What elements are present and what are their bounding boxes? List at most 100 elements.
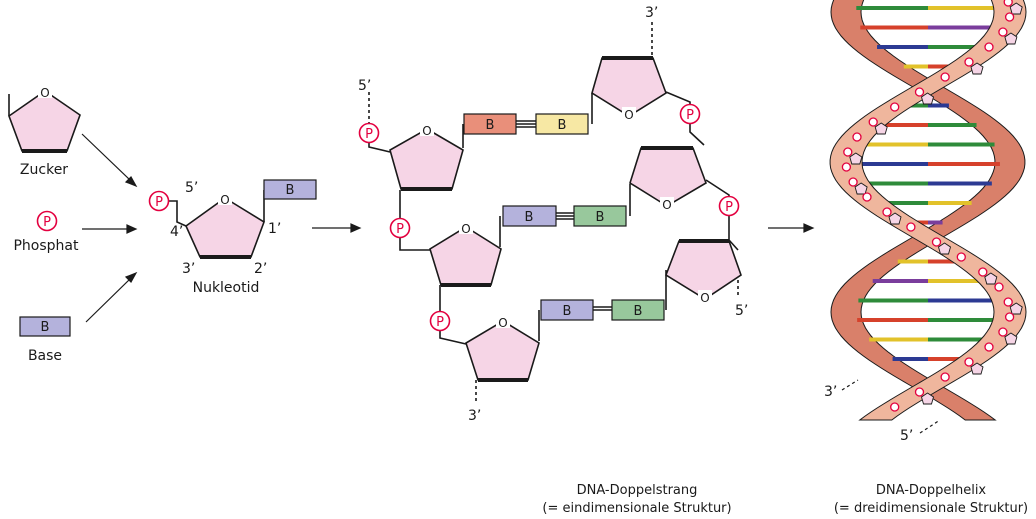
- helix-phosphate-dot: [882, 207, 892, 217]
- helix-phosphate-dot: [848, 177, 858, 187]
- helix-phosphate-dot: [1004, 312, 1015, 322]
- nucleotide: O B P 5’ 4’ 3’ 2’ 1’ Nukleotid: [148, 179, 317, 296]
- arrow-to-helix: [768, 223, 815, 233]
- pos-4-label: 4’: [170, 224, 183, 240]
- helix-phosphate-dot: [931, 237, 942, 247]
- dna-double-helix: 3’ 5’ DNA-Doppelhelix (= dreidimensional…: [824, 0, 1028, 516]
- helix-sugar-mark: [970, 362, 984, 375]
- helix-phosphate-dot: [1003, 297, 1013, 307]
- helix-phosphate-dot: [940, 372, 950, 382]
- nucleotide-base-icon: [263, 179, 317, 200]
- svg-text:O: O: [700, 291, 709, 305]
- helix-phosphate-dot: [906, 222, 916, 232]
- ring-oxygen: O: [40, 86, 49, 100]
- helix-phosphate-dot: [914, 387, 925, 397]
- helix-phosphate-dot: [1003, 0, 1013, 7]
- helix-front-strand: [829, 0, 1027, 421]
- sugar-ring-icon: [8, 90, 81, 152]
- helix-phosphate-dot: [841, 162, 852, 172]
- strand-sugar: O: [629, 146, 707, 212]
- arrow-to-strand: [312, 223, 362, 233]
- strand-5-prime-top: 5’: [358, 78, 371, 94]
- base-pair-1: B B: [463, 113, 589, 135]
- assembly-arrows: [81, 133, 138, 323]
- helix-caption-line1: DNA-Doppelhelix: [876, 483, 987, 498]
- base-label: Base: [28, 348, 62, 364]
- helix-phosphate-dot: [890, 402, 900, 412]
- svg-text:O: O: [220, 193, 229, 207]
- svg-text:B: B: [634, 304, 643, 319]
- helix-sugar-mark: [854, 182, 868, 195]
- strand-phosphate: P: [679, 103, 701, 125]
- helix-caption-line2: (= dreidimensionale Struktur): [834, 501, 1028, 516]
- helix-phosphate-dot: [964, 57, 974, 67]
- svg-text:B: B: [563, 304, 572, 319]
- strand-sugar: O: [389, 122, 464, 191]
- helix-sugar-mark: [849, 152, 863, 165]
- base-pair-2: B B: [502, 205, 627, 227]
- svg-text:B: B: [286, 183, 295, 198]
- helix-phosphate-dot: [914, 87, 925, 97]
- helix-3-prime-label: 3’: [824, 384, 837, 400]
- helix-phosphate-dot: [964, 357, 974, 367]
- helix-phosphate-dot: [890, 102, 900, 112]
- helix-sugar-mark: [888, 212, 902, 225]
- helix-phosphate-dot: [956, 252, 966, 262]
- base-pair-3: B B: [540, 299, 665, 321]
- helix-sugar-mark: [1004, 332, 1018, 345]
- helix-sugar-mark: [874, 122, 888, 135]
- helix-sugar-mark: [1009, 2, 1023, 15]
- strand-phosphate: P: [389, 217, 411, 239]
- sugar-label: Zucker: [20, 162, 68, 178]
- strand-phosphate: P: [358, 122, 380, 144]
- strand-3-prime-bottom: 3’: [468, 408, 481, 424]
- svg-text:P: P: [436, 315, 444, 330]
- helix-sugar-mark: [984, 272, 998, 285]
- strand-caption-line2: (= eindimensionale Struktur): [542, 501, 731, 516]
- svg-text:P: P: [155, 195, 163, 210]
- base-component: B Base: [19, 316, 71, 364]
- strand-3-prime-top: 3’: [645, 5, 658, 21]
- phosphate-component: P Phosphat: [13, 210, 79, 254]
- strand-sugar: O: [465, 314, 540, 382]
- svg-text:O: O: [422, 124, 431, 138]
- strand-5-prime-bottom: 5’: [735, 303, 748, 319]
- svg-text:P: P: [396, 222, 404, 237]
- phosphate-circle-icon: [36, 210, 58, 232]
- pos-1-label: 1’: [268, 221, 281, 237]
- svg-text:O: O: [624, 108, 633, 122]
- helix-sugar-mark: [937, 242, 952, 255]
- svg-text:O: O: [461, 222, 470, 236]
- helix-phosphate-dot: [868, 117, 878, 127]
- helix-sugar-mark: [920, 392, 935, 405]
- helix-phosphate-dot: [862, 192, 872, 202]
- strand-caption-line1: DNA-Doppelstrang: [577, 483, 698, 498]
- svg-text:O: O: [662, 198, 671, 212]
- svg-text:B: B: [558, 118, 567, 133]
- strand-sugar: O: [665, 239, 742, 305]
- helix-phosphate-dot: [998, 27, 1008, 37]
- dna-double-strand: O O O O O: [358, 5, 748, 516]
- helix-sugar-mark: [920, 92, 935, 105]
- helix-phosphate-dot: [994, 282, 1004, 292]
- helix-phosphate-dot: [1004, 12, 1015, 22]
- helix-phosphate-dot: [984, 342, 994, 352]
- helix-phosphate-dot: [998, 327, 1008, 337]
- helix-sugar-mark: [1009, 302, 1023, 315]
- svg-text:B: B: [525, 210, 534, 225]
- pos-3-label: 3’: [182, 261, 195, 277]
- phosphate-symbol: P: [43, 215, 51, 230]
- strand-phosphate: P: [718, 195, 740, 217]
- helix-phosphate-dot: [984, 42, 994, 52]
- pos-2-label: 2’: [254, 261, 267, 277]
- sugar-component: O Zucker: [8, 84, 81, 178]
- helix-sugar-mark: [970, 62, 984, 75]
- strand-sugar: O: [591, 56, 667, 122]
- svg-text:B: B: [596, 210, 605, 225]
- phosphate-label: Phosphat: [13, 238, 79, 254]
- base-symbol: B: [41, 320, 50, 335]
- svg-text:P: P: [686, 108, 694, 123]
- strand-phosphate: P: [429, 310, 451, 332]
- strand-sugar: O: [429, 220, 502, 287]
